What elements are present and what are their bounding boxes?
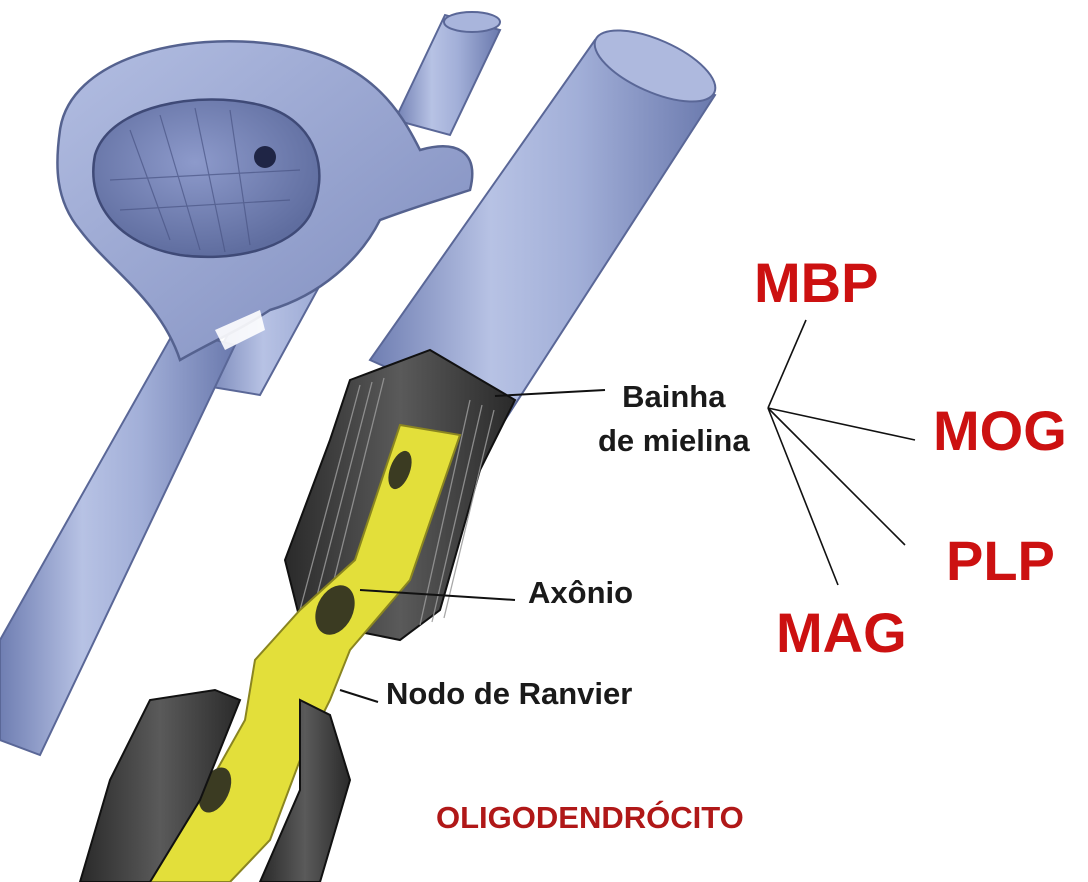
node-of-ranvier-label: Nodo de Ranvier [386, 676, 632, 712]
plp-connector [768, 408, 905, 545]
cell-type-caption: OLIGODENDRÓCITO [436, 800, 744, 836]
mbp-connector [768, 320, 806, 408]
protein-mbp: MBP [754, 250, 878, 315]
protein-mag: MAG [776, 600, 907, 665]
myelin-sheath-label: Bainha de mielina [598, 375, 750, 463]
protein-plp: PLP [946, 528, 1055, 593]
axon-label: Axônio [528, 575, 633, 611]
mag-connector [768, 408, 838, 585]
myelin-sheath-label-line1: Bainha [598, 375, 750, 419]
mog-connector [768, 408, 915, 440]
myelin-sheath-label-line2: de mielina [598, 419, 750, 463]
nodo-pointer [340, 690, 378, 702]
left-process [0, 330, 235, 755]
nucleolus [254, 146, 276, 168]
protein-connectors [768, 320, 915, 585]
protein-mog: MOG [933, 398, 1067, 463]
